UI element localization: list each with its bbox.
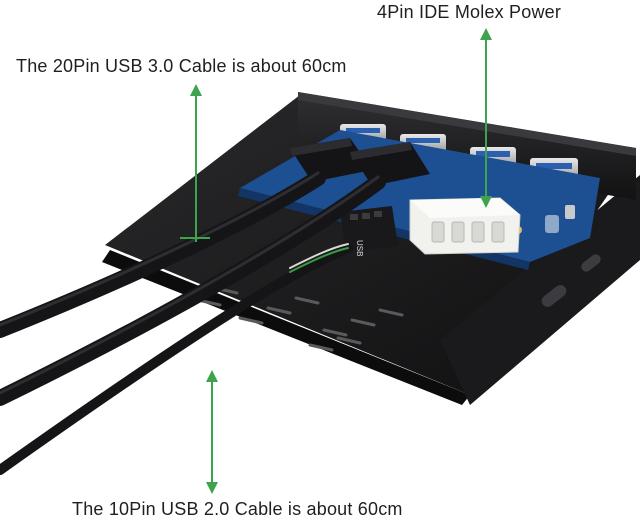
molex-connector-icon xyxy=(409,197,521,255)
usb2-cable-label: The 10Pin USB 2.0 Cable is about 60cm xyxy=(72,499,403,519)
arrow-usb2 xyxy=(206,370,218,494)
arrow-molex xyxy=(480,28,492,208)
vent-slots xyxy=(196,286,404,352)
arrow-usb3 xyxy=(180,84,210,242)
molex-power-label: 4Pin IDE Molex Power xyxy=(377,2,562,22)
usb2-cable xyxy=(0,243,353,475)
usb3-cable-label: The 20Pin USB 3.0 Cable is about 60cm xyxy=(16,56,347,76)
usb3-plug xyxy=(290,138,430,186)
usb3-cables xyxy=(0,170,386,406)
usb-header-label: USB xyxy=(355,240,364,256)
usb-header-icon: USB xyxy=(340,206,398,256)
